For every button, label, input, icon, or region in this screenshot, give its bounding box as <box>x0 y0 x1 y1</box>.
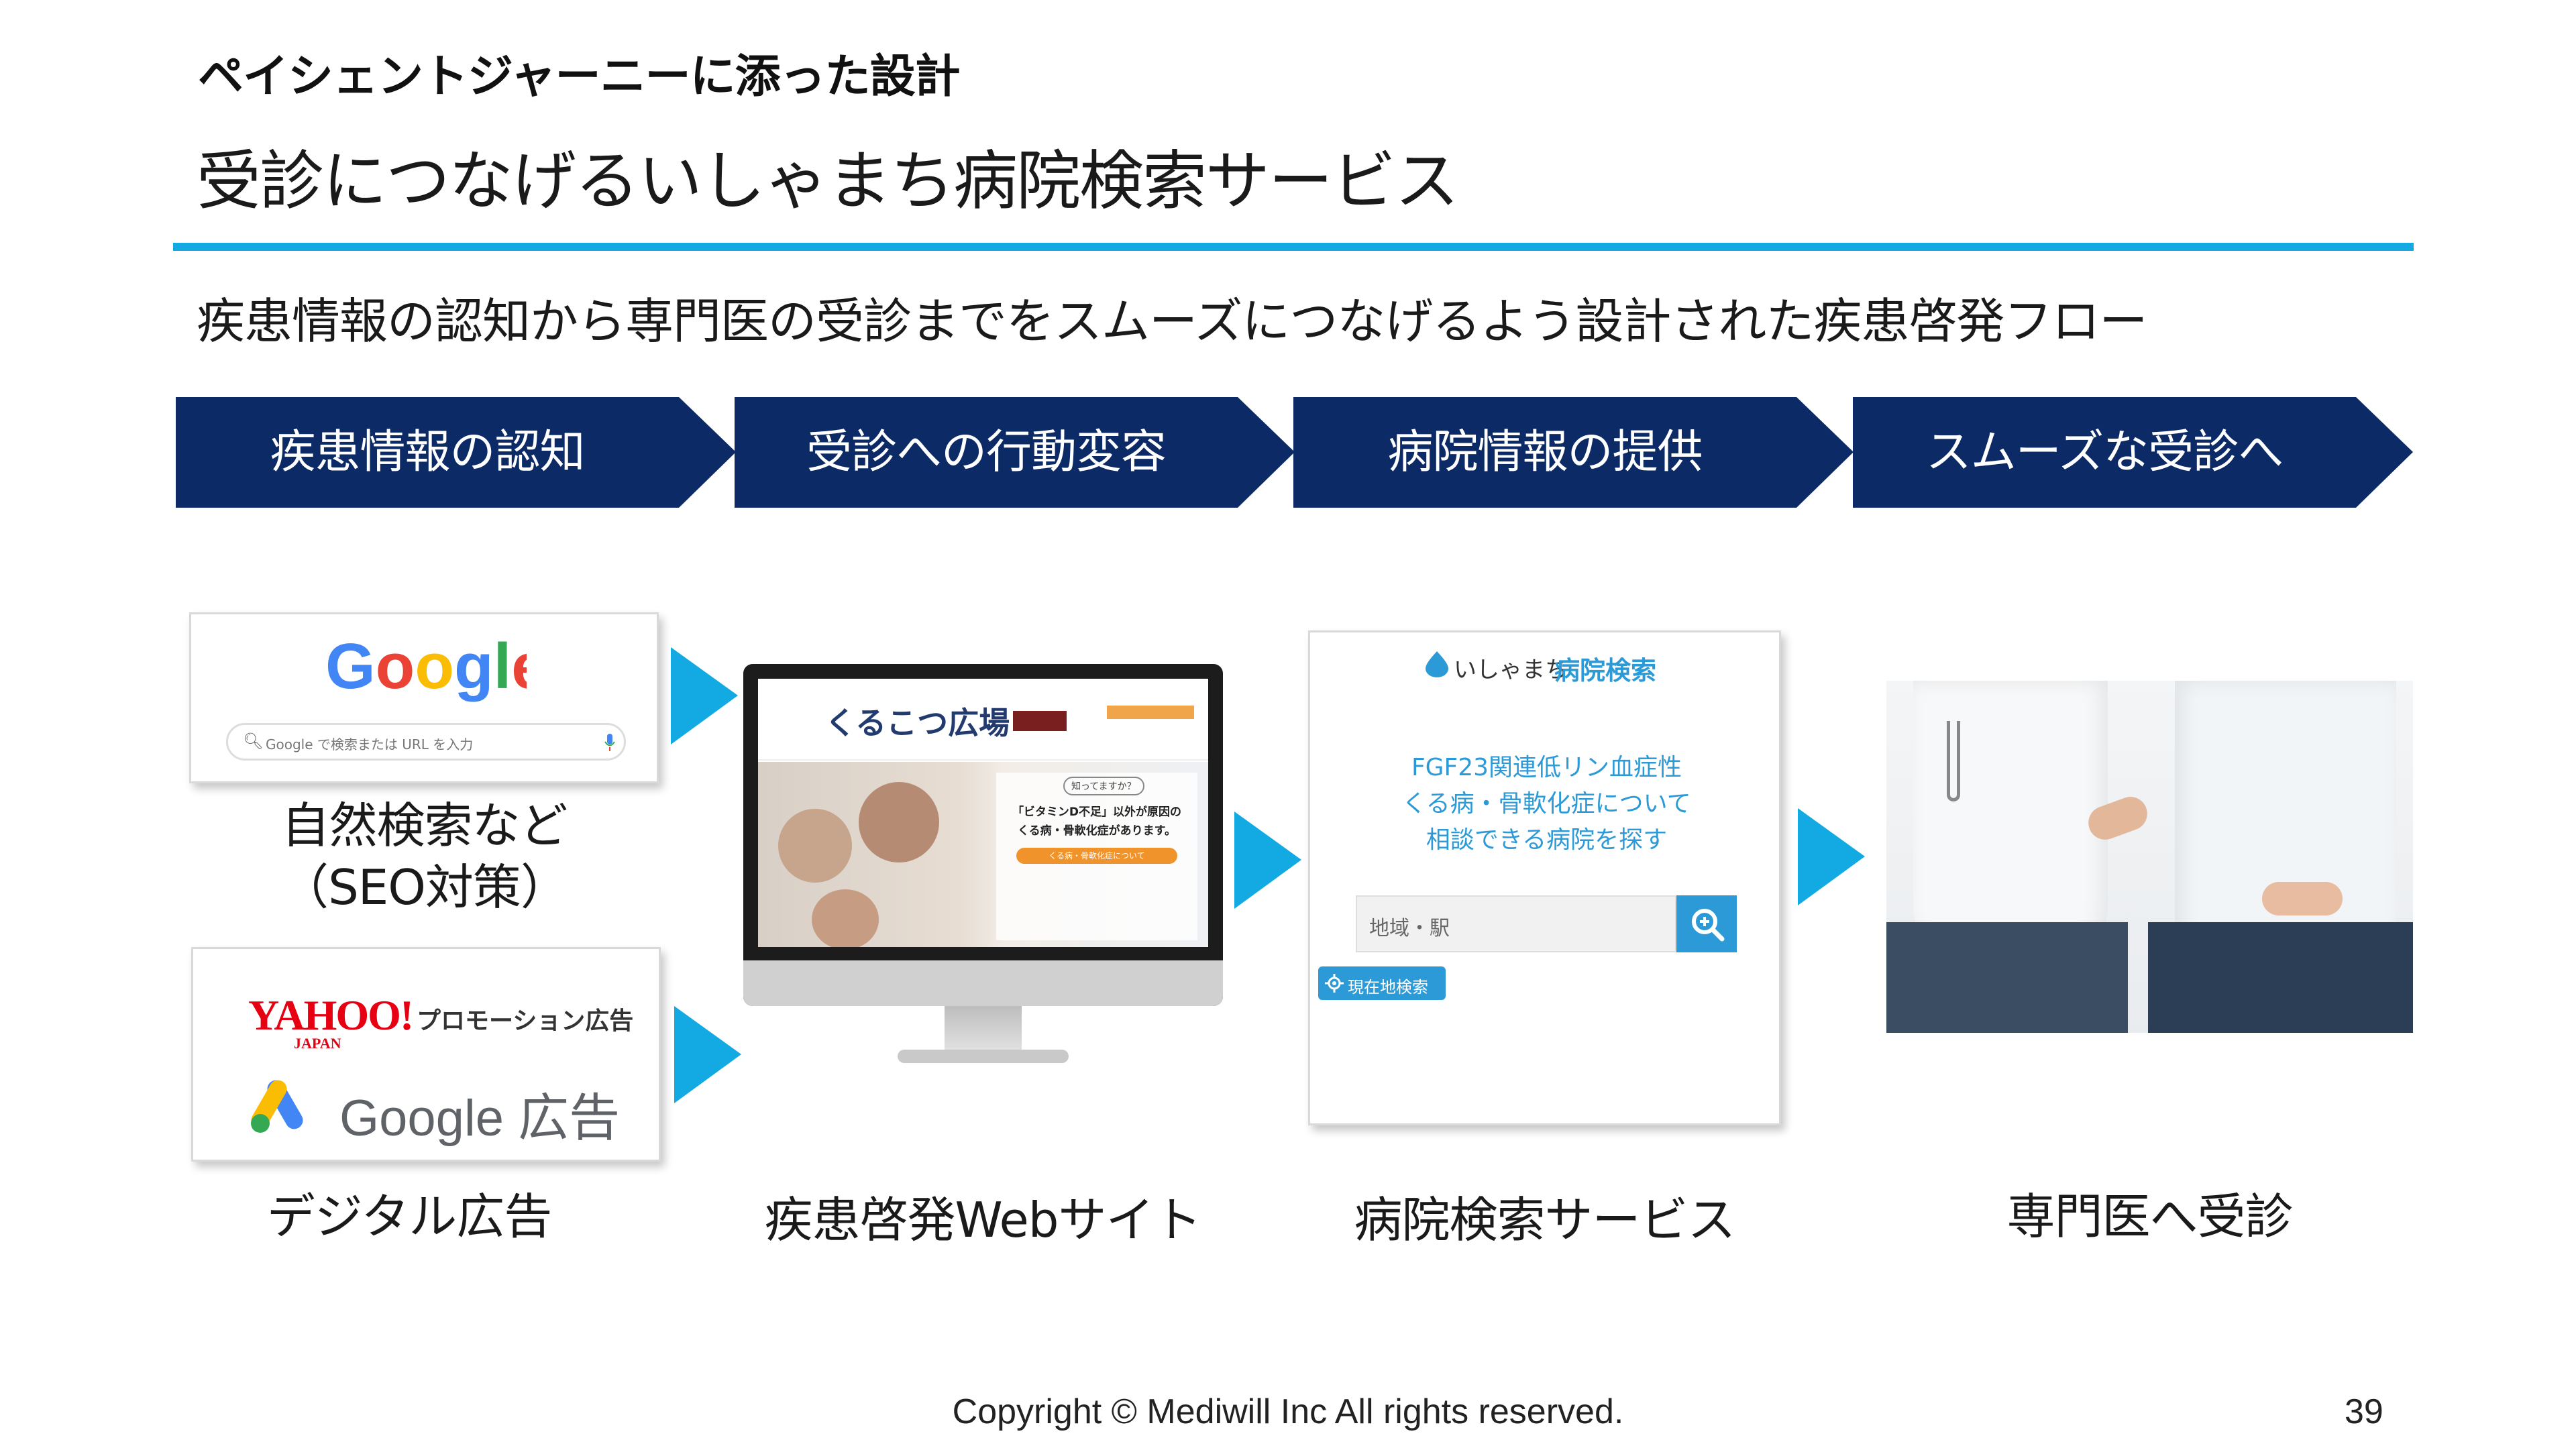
microphone-icon <box>604 734 615 751</box>
arrow-right-icon <box>674 1006 741 1103</box>
page-number: 39 <box>2345 1392 2383 1431</box>
google-logo: Google <box>325 630 527 702</box>
caption-seo: 自然検索など （SEO対策） <box>280 797 569 915</box>
search-icon <box>1692 909 1725 942</box>
title-divider <box>173 243 2414 251</box>
slide-title: 受診につなげるいしゃまち病院検索サービス <box>197 144 1459 219</box>
google-search-card: Google 🔍︎ Google で検索または URL を入力 <box>189 612 659 783</box>
google-search-input[interactable]: 🔍︎ Google で検索または URL を入力 <box>226 723 626 761</box>
caption-digital-ads: デジタル広告 <box>266 1188 553 1245</box>
caption-consult: 専門医へ受診 <box>2006 1188 2293 1245</box>
arrow-right-icon <box>1234 812 1301 909</box>
current-location-label: 現在地検索 <box>1348 978 1428 997</box>
website-logo: くるこつ広場 <box>825 705 1010 741</box>
caption-hospital-search: 病院検索サービス <box>1354 1192 1735 1248</box>
area-station-placeholder: 地域・駅 <box>1369 917 1450 940</box>
banner-line-2: くる病・骨軟化症があります。 <box>1018 824 1176 838</box>
google-ads-icon <box>251 1080 303 1133</box>
slide-kicker: ペイシェントジャーニーに添った設計 <box>198 50 961 103</box>
search-icon: 🔍︎ <box>243 732 264 750</box>
search-service-line-3: 相談できる病院を探す <box>1426 826 1668 854</box>
ishamachi-brand-suffix: 病院検索 <box>1554 656 1657 685</box>
arrow-right-icon <box>1798 808 1865 905</box>
search-service-line-2: くる病・骨軟化症について <box>1402 790 1691 818</box>
search-placeholder: Google で検索または URL を入力 <box>266 736 474 753</box>
flow-step-hospital-info: 病院情報の提供 <box>1293 397 1854 508</box>
website-header-logo <box>1107 706 1194 719</box>
website-monitor: くるこつ広場 知ってますか？ 「ビタミンD不足」以外が原因の くる病・骨軟化症が… <box>743 664 1223 1073</box>
flow-step-behavior: 受診への行動変容 <box>735 397 1295 508</box>
hospital-search-card: いしゃまち 病院検索 FGF23関連低リン血症性 くる病・骨軟化症について 相談… <box>1308 630 1781 1125</box>
svg-text:Google: Google <box>325 630 527 702</box>
flow-step-label: 病院情報の提供 <box>1387 426 1703 479</box>
website-banner: 知ってますか？ 「ビタミンD不足」以外が原因の くる病・骨軟化症があります。 く… <box>996 773 1197 940</box>
banner-cta-button[interactable]: くる病・骨軟化症について <box>1016 848 1177 864</box>
flow-step-label: スムーズな受診へ <box>1925 426 2284 479</box>
flow-step-label: 疾患情報の認知 <box>270 426 585 479</box>
ishamachi-logo-icon <box>1426 651 1448 677</box>
flow-step-consult: スムーズな受診へ <box>1853 397 2413 508</box>
monitor-stand <box>945 1006 1022 1053</box>
yahoo-logo: YAHOO! <box>248 991 414 1039</box>
banner-question: 知ってますか？ <box>1063 777 1144 795</box>
yahoo-japan-text: JAPAN <box>294 1035 341 1052</box>
doctor-consultation-photo <box>1886 681 2413 1033</box>
website-nav <box>758 746 1208 761</box>
arrow-right-icon <box>671 647 738 744</box>
caption-website: 疾患啓発Webサイト <box>764 1192 1202 1248</box>
yahoo-promo-label: プロモーション広告 <box>417 1007 634 1035</box>
copyright: Copyright © Mediwill Inc All rights rese… <box>952 1392 1624 1431</box>
monitor-base <box>898 1050 1069 1063</box>
stethoscope-icon <box>1947 721 1960 801</box>
search-submit-button[interactable] <box>1676 895 1737 952</box>
google-ads-label: Google 広告 <box>339 1090 621 1147</box>
search-service-line-1: FGF23関連低リン血症性 <box>1411 754 1682 781</box>
banner-line-1: 「ビタミンD不足」以外が原因の <box>1012 805 1182 819</box>
digital-ads-card: YAHOO! JAPAN プロモーション広告 Google 広告 <box>191 947 661 1162</box>
monitor-chin <box>743 960 1223 1006</box>
flow-step-awareness: 疾患情報の認知 <box>176 397 736 508</box>
website-screen: くるこつ広場 知ってますか？ 「ビタミンD不足」以外が原因の くる病・骨軟化症が… <box>758 679 1208 947</box>
location-crosshair-icon <box>1325 974 1344 993</box>
ishamachi-brand: いしゃまち <box>1454 657 1568 683</box>
website-header-button[interactable] <box>1013 711 1067 731</box>
slide-subtitle: 疾患情報の認知から専門医の受診までをスムーズにつなげるよう設計された疾患啓発フロ… <box>197 293 2147 349</box>
current-location-button[interactable]: 現在地検索 <box>1318 966 1446 1000</box>
flow-step-label: 受診への行動変容 <box>806 426 1167 479</box>
area-station-input[interactable]: 地域・駅 <box>1356 895 1676 952</box>
